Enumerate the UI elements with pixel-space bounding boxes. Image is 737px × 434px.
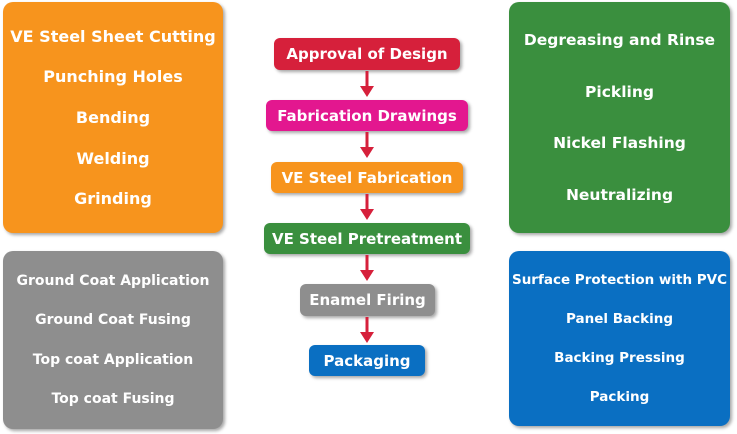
flow-step-packaging: Packaging: [309, 345, 425, 376]
flow-arrow-icon: [360, 317, 374, 343]
pretreatment-item: Degreasing and Rinse: [523, 30, 716, 49]
flow-step-approval-of-design: Approval of Design: [274, 38, 460, 70]
enamel-firing-item: Top coat Application: [32, 351, 194, 368]
pretreatment-item: Neutralizing: [565, 186, 674, 205]
flow-arrow-icon: [360, 255, 374, 281]
flow-arrow-icon: [360, 71, 374, 97]
flow-arrow-icon: [360, 132, 374, 158]
pretreatment-item: Nickel Flashing: [553, 134, 686, 153]
fabrication-panel: VE Steel Sheet Cutting Punching Holes Be…: [3, 2, 223, 233]
packaging-item: Panel Backing: [565, 311, 674, 328]
enamel-firing-item: Ground Coat Fusing: [35, 312, 191, 329]
pretreatment-panel: Degreasing and Rinse Pickling Nickel Fla…: [509, 2, 730, 233]
flow-step-enamel-firing: Enamel Firing: [300, 284, 435, 316]
packaging-panel: Surface Protection with PVC Panel Backin…: [509, 251, 730, 426]
packaging-item: Packing: [589, 388, 650, 405]
flow-arrow-icon: [360, 194, 374, 220]
flow-step-steel-fabrication: VE Steel Fabrication: [271, 162, 463, 193]
fabrication-item: VE Steel Sheet Cutting: [10, 26, 216, 46]
packaging-item: Backing Pressing: [554, 349, 685, 366]
fabrication-item: Grinding: [74, 189, 152, 209]
flow-step-fabrication-drawings: Fabrication Drawings: [266, 100, 468, 131]
pretreatment-item: Pickling: [585, 82, 654, 101]
fabrication-item: Bending: [75, 107, 151, 127]
enamel-firing-item: Top coat Fusing: [51, 391, 175, 408]
fabrication-item: Punching Holes: [43, 67, 183, 87]
enamel-firing-panel: Ground Coat Application Ground Coat Fusi…: [3, 251, 223, 429]
flow-step-steel-pretreatment: VE Steel Pretreatment: [264, 223, 470, 254]
packaging-item: Surface Protection with PVC: [511, 272, 728, 289]
enamel-firing-item: Ground Coat Application: [16, 272, 210, 289]
fabrication-item: Welding: [76, 148, 150, 168]
